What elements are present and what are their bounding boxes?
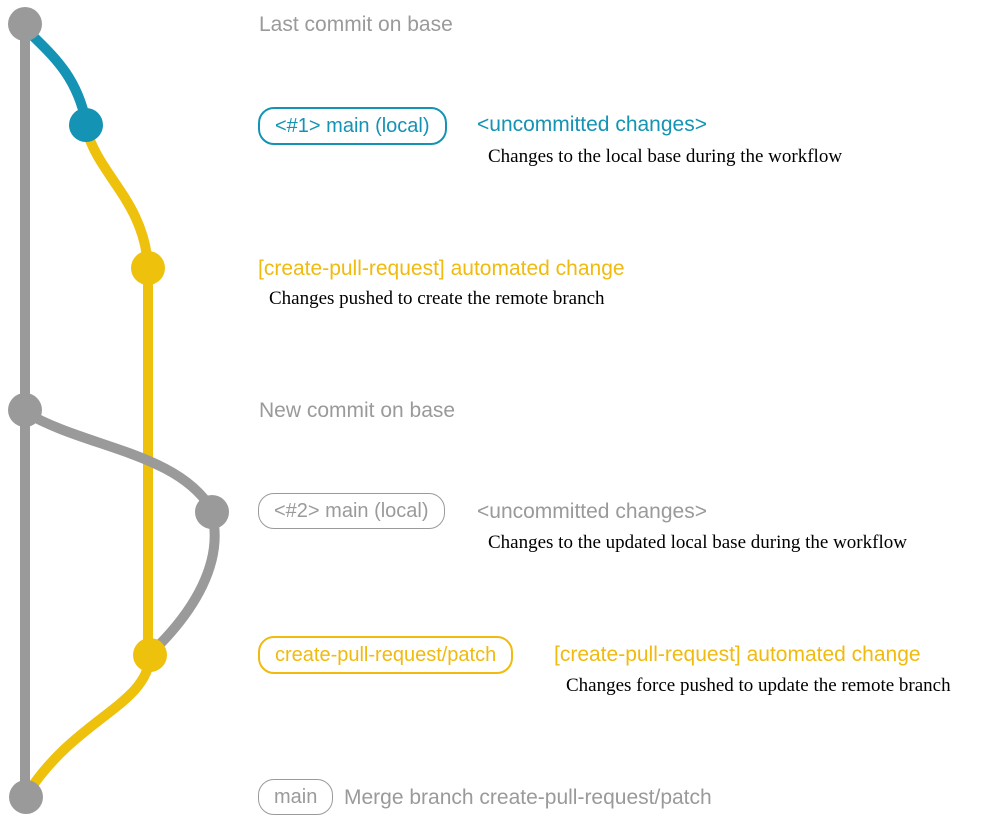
commit-node-new-base [8, 393, 42, 427]
commit-node-merge [9, 780, 43, 814]
label-automated-change-2: [create-pull-request] automated change [554, 643, 921, 666]
commit-node-last-base [8, 7, 42, 41]
label-automated-change-1: [create-pull-request] automated change [258, 257, 625, 280]
caption-force-push-update-remote: Changes force pushed to update the remot… [566, 675, 951, 696]
main-local-branch-line-2 [20, 407, 217, 515]
branch-badge-main-local-2: <#2> main (local) [258, 493, 445, 529]
commit-node-uncommitted-2 [195, 495, 229, 529]
caption-push-create-remote: Changes pushed to create the remote bran… [269, 288, 605, 309]
commit-node-automated-1 [131, 251, 165, 285]
caption-local-base-changes: Changes to the local base during the wor… [488, 146, 843, 167]
label-merge-branch: Merge branch create-pull-request/patch [344, 786, 712, 809]
label-uncommitted-changes-1: <uncommitted changes> [477, 113, 707, 136]
patch-merge-line [22, 652, 155, 799]
main-local-rebase-line [146, 509, 220, 658]
commit-node-uncommitted-1 [69, 108, 103, 142]
commit-node-automated-2 [133, 638, 167, 672]
git-graph [8, 7, 229, 814]
label-last-commit-on-base: Last commit on base [259, 13, 453, 36]
branch-badge-main: main [258, 779, 334, 815]
caption-updated-local-base-changes: Changes to the updated local base during… [488, 532, 907, 553]
patch-branch-line [81, 123, 153, 663]
main-local-branch-line-1 [20, 23, 91, 127]
label-uncommitted-changes-2: <uncommitted changes> [477, 500, 707, 523]
label-new-commit-on-base: New commit on base [259, 399, 456, 422]
branch-badge-main-local-1: <#1> main (local) [258, 107, 447, 145]
branch-badge-patch: create-pull-request/patch [258, 636, 514, 674]
